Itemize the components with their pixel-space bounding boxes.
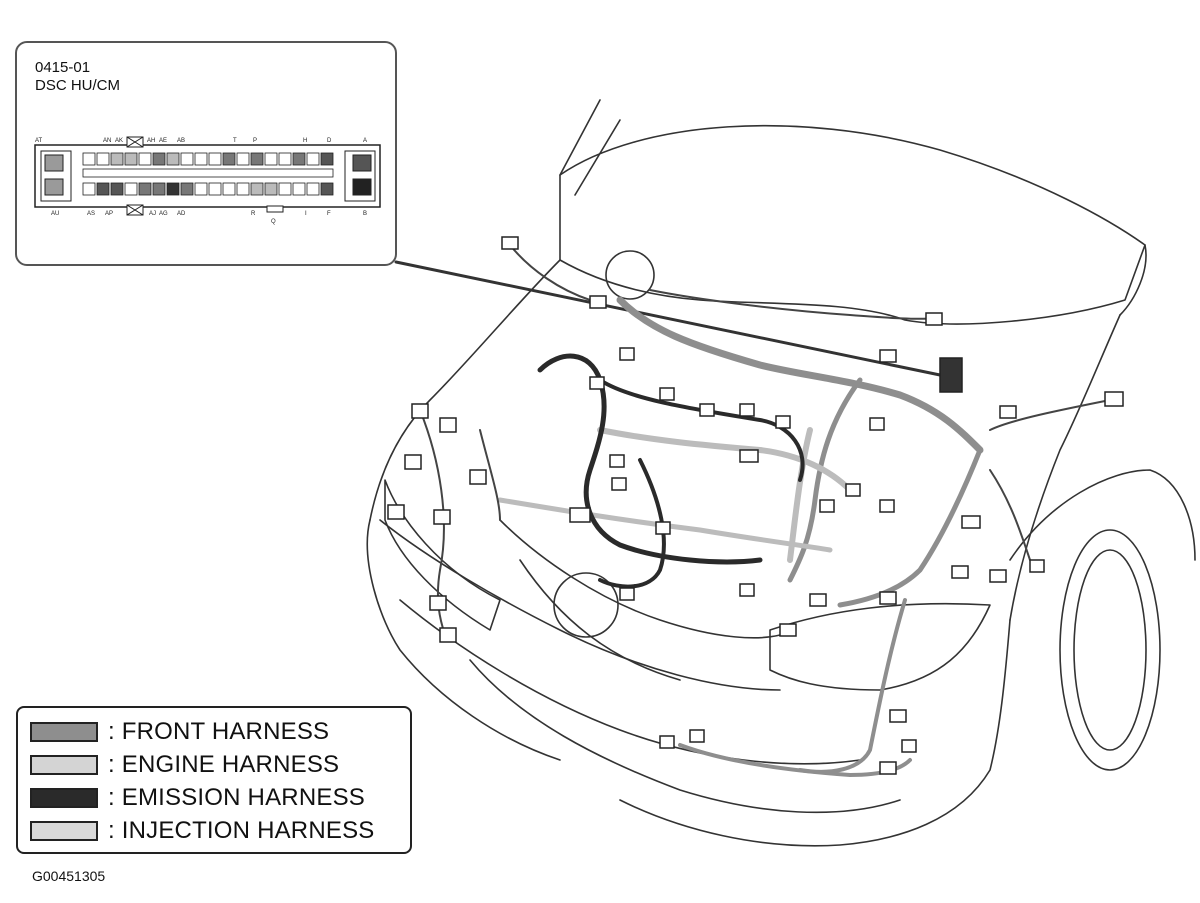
top-pin-label: AE <box>159 138 167 144</box>
legend-label: : EMISSION HARNESS <box>108 784 365 811</box>
top-pin-label: P <box>253 138 257 144</box>
connector-pinout: AT AN AK AH AE AB T P H D A AU AS AP AJ … <box>34 136 381 225</box>
connector-name: DSC HU/CM <box>35 77 120 94</box>
emission-harness-swatch <box>30 788 98 808</box>
figure-id: G00451305 <box>32 868 106 884</box>
bottom-pin-label: AG <box>159 211 168 217</box>
harness-connectors <box>387 236 1124 775</box>
top-pin-label: D <box>327 138 332 144</box>
top-pin-label: AB <box>177 138 185 144</box>
bottom-pin-label: Q <box>271 219 276 225</box>
bottom-pin-label: AP <box>105 211 113 217</box>
top-pin-label: AT <box>35 138 43 144</box>
connector-callout: 0415-01 DSC HU/CM AT AN AK AH AE AB T P … <box>15 41 397 266</box>
legend-label: : ENGINE HARNESS <box>108 751 340 778</box>
front-harness-swatch <box>30 722 98 742</box>
legend-item-emission-harness: : EMISSION HARNESS <box>30 783 365 813</box>
vehicle-outline <box>366 99 1196 847</box>
pin-row-top <box>82 152 334 166</box>
bottom-pin-label: AD <box>177 211 186 217</box>
wire-harness-routing <box>419 244 1111 777</box>
bottom-pin-label: B <box>363 211 367 217</box>
top-pin-label: A <box>363 138 367 144</box>
legend-item-front-harness: : FRONT HARNESS <box>30 717 329 747</box>
top-pin-label: AH <box>147 138 155 144</box>
harness-legend: : FRONT HARNESS : ENGINE HARNESS : EMISS… <box>16 706 412 854</box>
legend-label: : FRONT HARNESS <box>108 718 330 745</box>
legend-item-engine-harness: : ENGINE HARNESS <box>30 750 339 780</box>
pin-row-bottom <box>82 182 334 196</box>
top-pin-label: T <box>233 138 237 144</box>
legend-item-injection-harness: : INJECTION HARNESS <box>30 816 375 846</box>
bottom-pin-label: AJ <box>149 211 156 217</box>
injection-harness-swatch <box>30 821 98 841</box>
bottom-pin-label: F <box>327 211 331 217</box>
top-pin-label: AN <box>103 138 111 144</box>
engine-harness-swatch <box>30 755 98 775</box>
bottom-pin-label: AS <box>87 211 95 217</box>
legend-label: : INJECTION HARNESS <box>108 817 375 844</box>
bottom-pin-label: AU <box>51 211 59 217</box>
bottom-pin-label: R <box>251 211 256 217</box>
top-pin-label: H <box>303 138 307 144</box>
bottom-pin-label: I <box>305 211 307 217</box>
top-pin-label: AK <box>115 138 123 144</box>
connector-code: 0415-01 <box>35 59 91 76</box>
